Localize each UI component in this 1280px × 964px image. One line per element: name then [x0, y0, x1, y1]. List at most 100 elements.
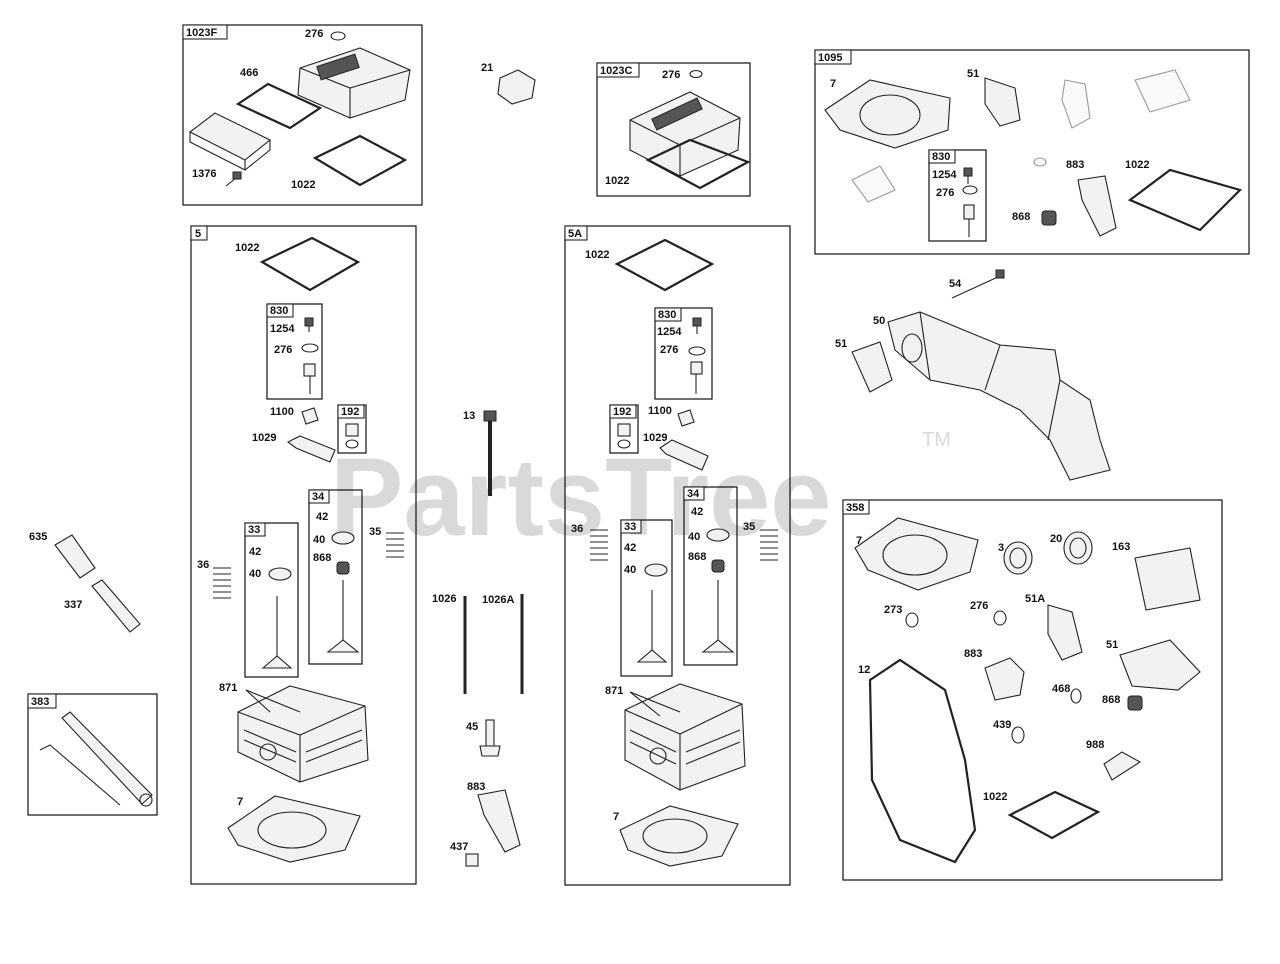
rocker-nut-icon[interactable] — [301, 407, 319, 425]
valve-icon[interactable] — [636, 590, 668, 663]
label-40[interactable]: 40 — [688, 531, 700, 543]
retainer-icon[interactable] — [268, 567, 292, 581]
label-1254[interactable]: 1254 — [932, 169, 957, 181]
stud-icon[interactable] — [690, 361, 703, 394]
plate-icon[interactable] — [1103, 751, 1142, 781]
label-337[interactable]: 337 — [64, 599, 82, 611]
label-1100[interactable]: 1100 — [270, 406, 294, 418]
washer-icon[interactable] — [617, 439, 631, 449]
gasket-icon[interactable] — [1007, 790, 1101, 840]
label-1029[interactable]: 1029 — [252, 432, 276, 444]
tappet-icon[interactable] — [479, 719, 501, 757]
rocker-arm-icon[interactable] — [659, 439, 709, 471]
spring-icon[interactable] — [590, 529, 608, 561]
label-13[interactable]: 13 — [463, 410, 475, 422]
spring-icon[interactable] — [760, 529, 778, 561]
stud-icon[interactable] — [303, 363, 316, 394]
label-51A[interactable]: 51A — [1025, 593, 1045, 605]
gasket-icon[interactable] — [1061, 79, 1091, 129]
label-42[interactable]: 42 — [624, 542, 636, 554]
valve-cover-icon[interactable] — [297, 47, 411, 119]
washer-icon[interactable] — [962, 185, 978, 195]
label-276[interactable]: 276 — [274, 344, 292, 356]
gasket-icon[interactable] — [824, 79, 951, 149]
label-868[interactable]: 868 — [1102, 694, 1120, 706]
group-1023F[interactable]: 1023F 276 466 1376 1022 — [182, 24, 423, 206]
label-1029[interactable]: 1029 — [643, 432, 667, 444]
spark-plug-group[interactable]: 635 337 — [29, 531, 141, 633]
retainer-icon[interactable] — [644, 563, 668, 577]
label-42[interactable]: 42 — [249, 546, 261, 558]
label-51[interactable]: 51 — [967, 68, 979, 80]
label-1022[interactable]: 1022 — [983, 791, 1007, 803]
label-7[interactable]: 7 — [613, 811, 619, 823]
label-868[interactable]: 868 — [688, 551, 706, 563]
label-45[interactable]: 45 — [466, 721, 478, 733]
bolt-icon[interactable] — [692, 317, 702, 334]
bolt-icon[interactable] — [304, 317, 314, 332]
spark-plug-boot-icon[interactable] — [54, 534, 96, 579]
label-7[interactable]: 7 — [237, 796, 243, 808]
bolt-icon[interactable] — [963, 167, 973, 184]
gasket-icon[interactable] — [1047, 604, 1083, 661]
spark-plug-icon[interactable] — [91, 579, 141, 633]
label-439[interactable]: 439 — [993, 719, 1011, 731]
rocker-arm-icon[interactable] — [286, 435, 336, 463]
group-1023C[interactable]: 1023C 276 1022 — [596, 62, 751, 197]
seal-icon[interactable] — [1041, 210, 1057, 226]
label-276[interactable]: 276 — [970, 600, 988, 612]
valve-icon[interactable] — [261, 596, 293, 669]
label-40[interactable]: 40 — [624, 564, 636, 576]
group-5[interactable]: 5 1022 830 1254 276 1100 1029 192 34 42 … — [190, 225, 417, 885]
washer-icon[interactable] — [689, 69, 703, 79]
valve-icon[interactable] — [326, 580, 360, 653]
group-5A[interactable]: 5A 1022 830 1254 276 192 1100 1029 36 33… — [564, 225, 791, 886]
seal-icon[interactable] — [1127, 695, 1143, 711]
retainer-icon[interactable] — [331, 531, 355, 545]
gasket-icon[interactable] — [235, 82, 323, 130]
label-51[interactable]: 51 — [835, 338, 847, 350]
gasket-icon[interactable] — [984, 77, 1021, 127]
washer-icon[interactable] — [1070, 688, 1082, 704]
group-358[interactable]: 358 7 3 20 163 273 276 51A 12 883 51 468… — [842, 499, 1223, 881]
breather-icon[interactable] — [188, 112, 272, 171]
label-3[interactable]: 3 — [998, 542, 1004, 554]
label-35[interactable]: 35 — [743, 521, 755, 533]
washer-icon[interactable] — [1033, 157, 1047, 167]
cylinder-head-icon[interactable] — [237, 685, 369, 783]
gasket-icon[interactable] — [619, 805, 739, 867]
gasket-icon[interactable] — [1127, 168, 1243, 232]
washer-icon[interactable] — [345, 439, 359, 449]
seal-icon[interactable] — [711, 559, 725, 573]
label-1022[interactable]: 1022 — [291, 179, 315, 191]
washer-icon[interactable] — [330, 31, 346, 41]
gasket-icon[interactable] — [984, 657, 1025, 701]
gasket-icon[interactable] — [1134, 547, 1201, 611]
breather-icon[interactable] — [497, 69, 536, 105]
label-20[interactable]: 20 — [1050, 533, 1062, 545]
label-988[interactable]: 988 — [1086, 739, 1104, 751]
gasket-icon[interactable] — [477, 789, 521, 853]
label-7[interactable]: 7 — [856, 535, 862, 547]
rocker-nut-icon[interactable] — [677, 409, 695, 427]
label-1376[interactable]: 1376 — [192, 168, 216, 180]
washer-icon[interactable] — [905, 612, 919, 628]
label-36[interactable]: 36 — [571, 523, 583, 535]
label-468[interactable]: 468 — [1052, 683, 1070, 695]
label-883[interactable]: 883 — [1066, 159, 1084, 171]
retainer-icon[interactable] — [706, 528, 730, 542]
gasket-icon[interactable] — [851, 341, 893, 393]
stud-icon[interactable] — [963, 204, 975, 237]
label-276[interactable]: 276 — [662, 69, 680, 81]
label-1022[interactable]: 1022 — [585, 249, 609, 261]
label-276[interactable]: 276 — [305, 28, 323, 40]
label-42[interactable]: 42 — [691, 506, 703, 518]
bolt-icon[interactable] — [951, 269, 1005, 299]
gasket-icon[interactable] — [614, 238, 715, 292]
bolt-icon[interactable] — [483, 410, 497, 496]
gasket-icon[interactable] — [259, 236, 361, 292]
label-1100[interactable]: 1100 — [648, 405, 672, 417]
label-21[interactable]: 21 — [481, 62, 493, 74]
gasket-icon[interactable] — [868, 658, 977, 864]
label-868[interactable]: 868 — [1012, 211, 1030, 223]
